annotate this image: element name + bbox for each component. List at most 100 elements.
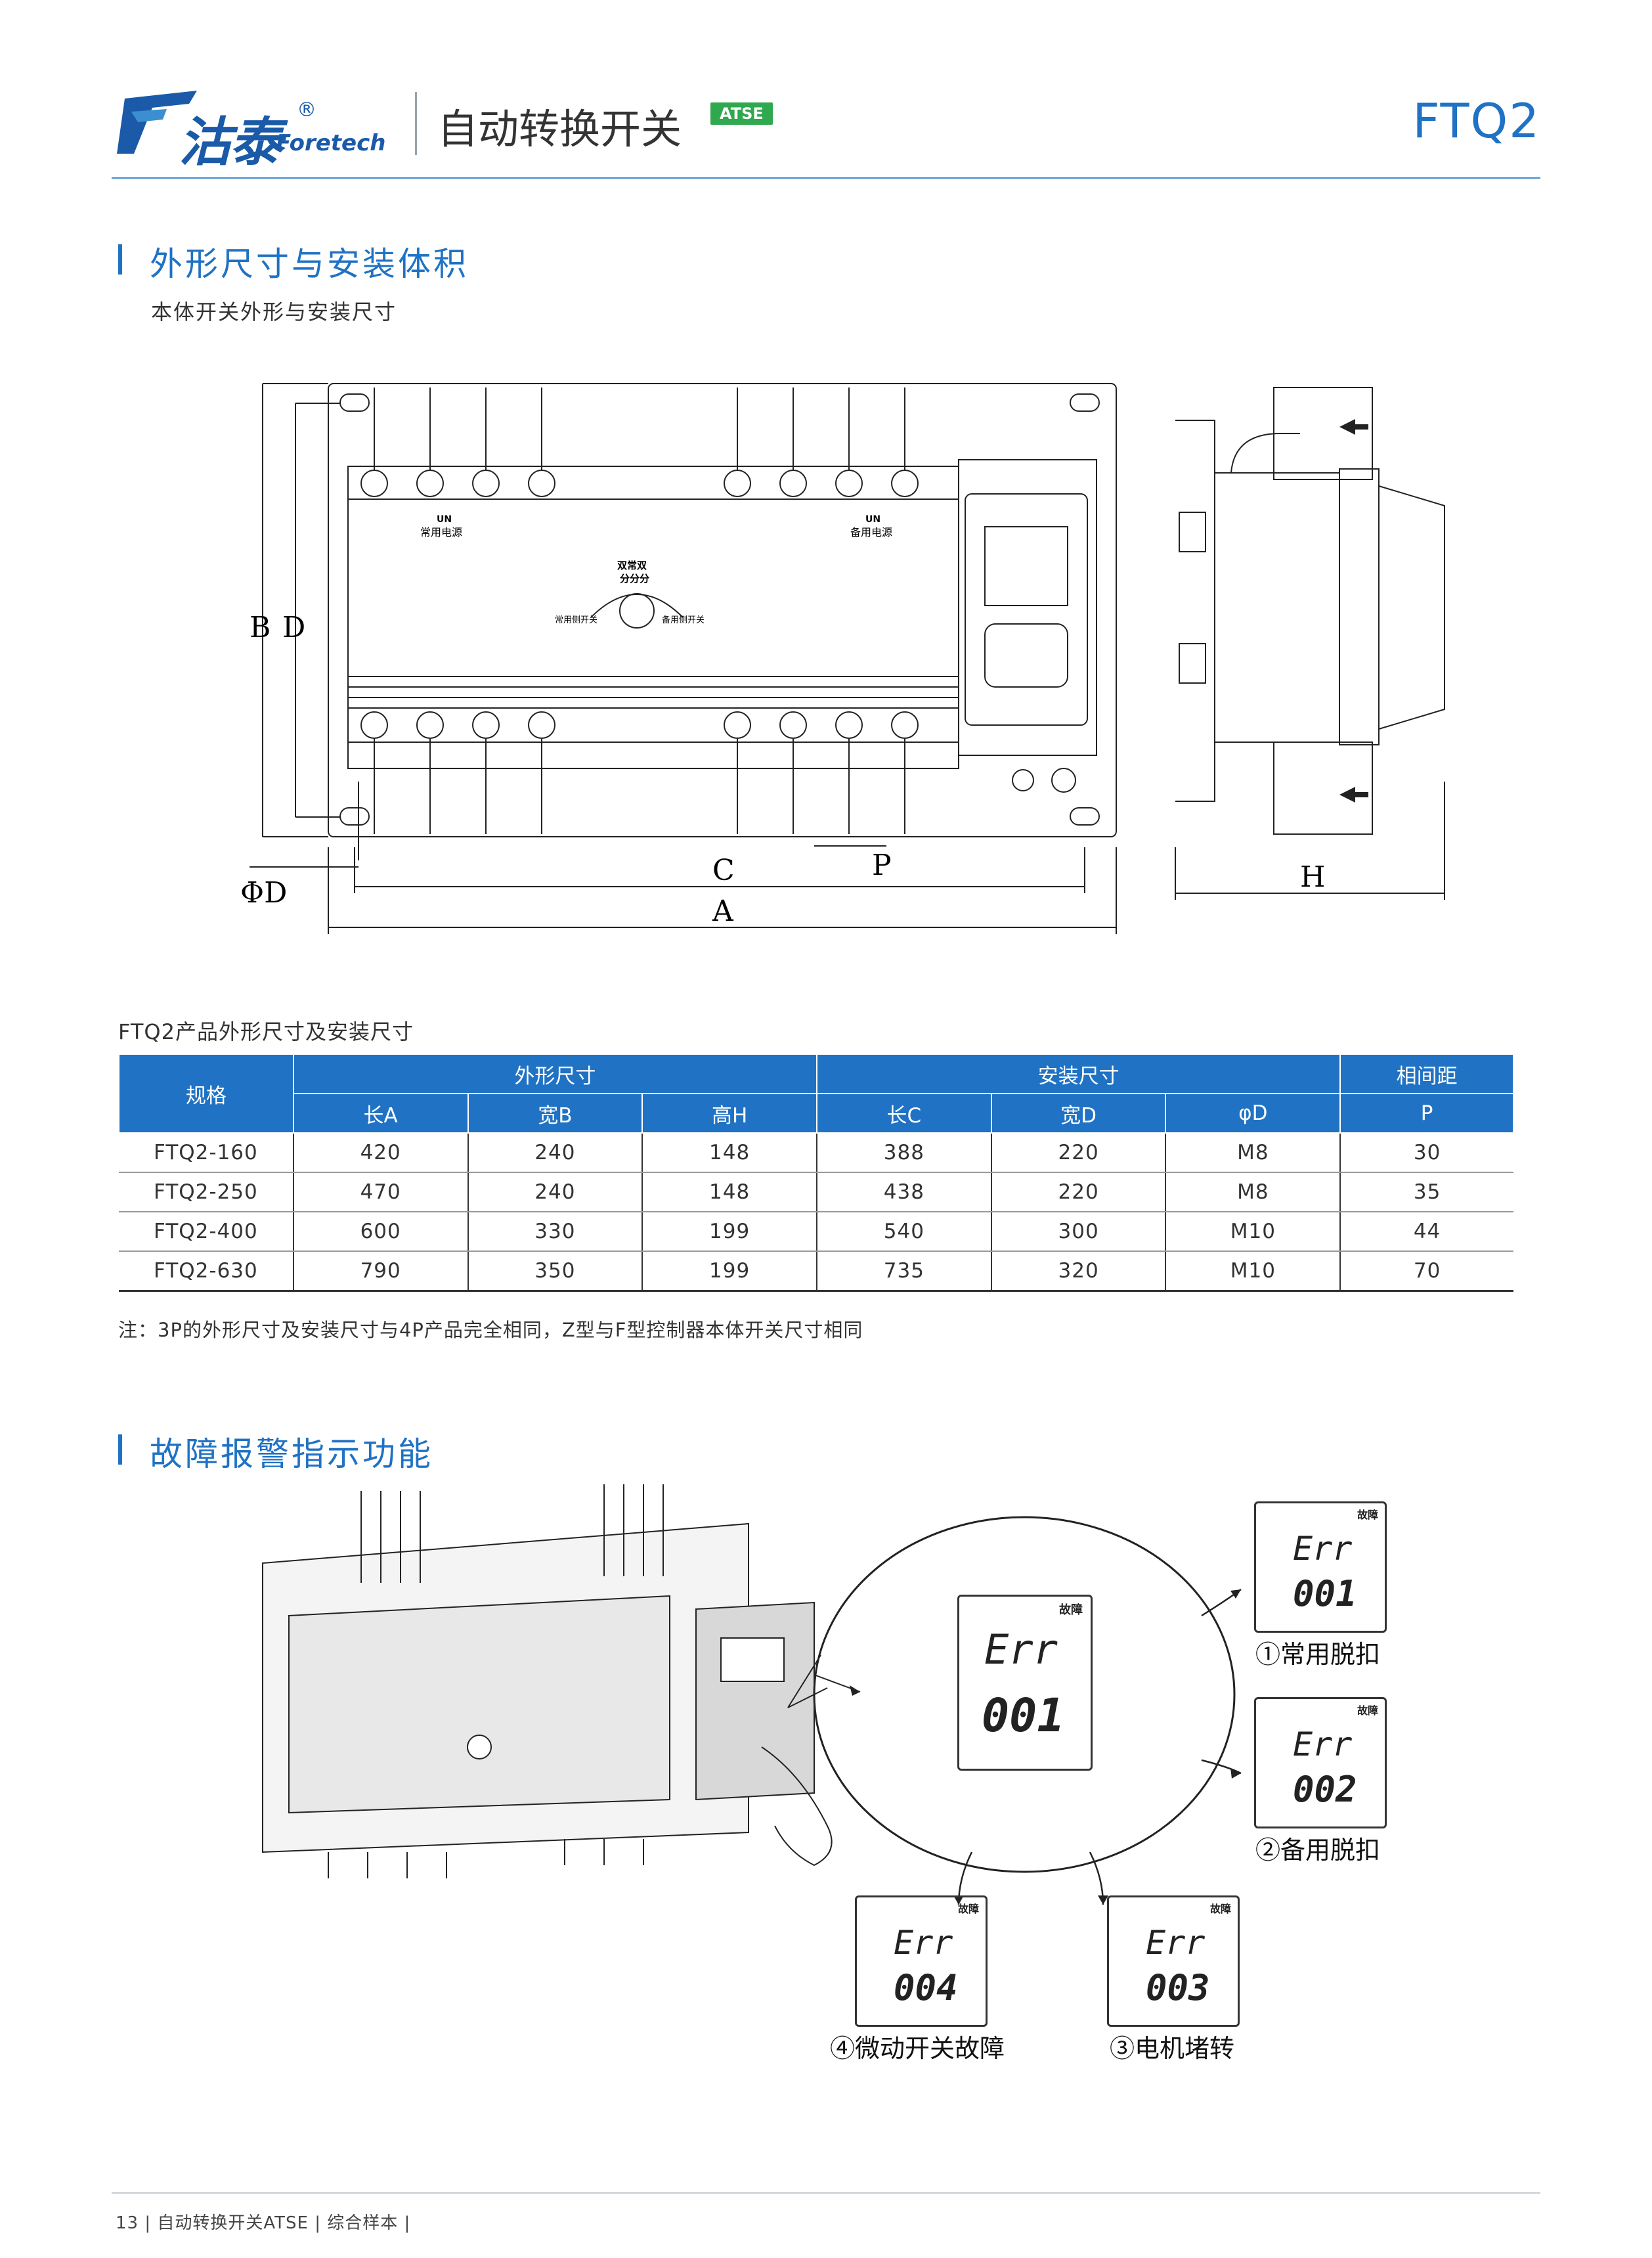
knob-top-text: 双常双 [617,560,647,571]
panel-left-text: 常用电源 [420,526,462,539]
table-cell: FTQ2-400 [119,1212,294,1252]
subheader-length-c: 长C [815,1093,992,1134]
section-title-dimensions: 外形尺寸与安装体积 [150,245,469,283]
table-caption: FTQ2产品外形尺寸及安装尺寸 [118,1019,414,1044]
knob-mid-text: 分分分 [620,573,649,585]
brand-name-cn: 沽泰 [179,112,282,173]
subheader-phi-d: φD [1165,1093,1341,1134]
table-cell: 240 [467,1172,643,1212]
dim-label-A: A [712,895,734,928]
fault-display-001: 故障 Err 001 [1254,1501,1387,1633]
table-cell: 330 [467,1212,643,1252]
table-cell: 470 [293,1172,469,1212]
table-cell: 350 [467,1251,643,1292]
dim-label-phiD: ΦD [240,876,287,910]
table-cell: M8 [1165,1133,1341,1173]
table-row: FTQ2-400 600 330 199 540 300 M10 44 [119,1212,1513,1252]
fault-display-002: 故障 Err 002 [1254,1697,1387,1828]
table-cell: 320 [991,1251,1167,1292]
dim-label-D: D [282,611,305,644]
display-code: 004 [894,1967,958,2008]
footer-rule [112,2192,1540,2194]
display-code: 001 [982,1689,1065,1742]
table-cell: M8 [1165,1172,1341,1212]
display-code: 001 [1293,1573,1357,1614]
table-cell: 199 [642,1212,817,1252]
table-cell: 30 [1340,1133,1513,1173]
fault-illustration [262,1484,1242,1905]
table-cell: 600 [293,1212,469,1252]
subheader-height-h: 高H [641,1093,817,1134]
fault-display-004: 故障 Err 004 [855,1895,988,2027]
table-cell: 35 [1340,1172,1513,1212]
section-marker [118,244,122,275]
table-cell: 388 [816,1133,992,1173]
header-model: FTQ2 [1412,93,1540,148]
header-rule [112,177,1540,179]
display-err: Err [984,1626,1058,1673]
header-badge: ATSE [710,102,773,125]
dim-label-H: H [1300,860,1325,894]
display-label: 故障 [1059,1603,1083,1617]
table-note: 注：3P的外形尺寸及安装尺寸与4P产品完全相同，Z型与F型控制器本体开关尺寸相同 [118,1319,863,1341]
section-subtitle: 本体开关外形与安装尺寸 [151,299,397,324]
fault-caption-002: ②备用脱扣 [1255,1836,1381,1865]
footer-text: 13 | 自动转换开关ATSE | 综合样本 | [116,2213,411,2233]
table-cell: 148 [642,1172,817,1212]
table-cell: FTQ2-250 [119,1172,294,1212]
table-cell: 240 [467,1133,643,1173]
display-label: 故障 [1357,1509,1378,1521]
header-title: 自动转换开关 [437,105,682,153]
dim-label-B: B [250,611,271,644]
knob-left-text: 常用侧开关 [555,615,598,625]
table-row: FTQ2-160 420 240 148 388 220 M8 30 [119,1133,1513,1173]
subheader-width-d: 宽D [990,1093,1167,1134]
table-row: FTQ2-250 470 240 148 438 220 M8 35 [119,1172,1513,1212]
fault-caption-001: ①常用脱扣 [1255,1640,1381,1669]
panel-left-un: UN [437,514,452,525]
table-cell: M10 [1165,1251,1341,1292]
panel-right-un: UN [865,514,880,525]
section-title-fault: 故障报警指示功能 [150,1435,433,1473]
knob-right-text: 备用侧开关 [662,615,705,625]
header-divider [415,92,417,155]
brand-registered-mark: ® [297,99,316,122]
brand-logo-icon [117,91,197,154]
table-cell: 148 [642,1133,817,1173]
table-cell: 540 [816,1212,992,1252]
section-marker [118,1434,122,1465]
table-cell: FTQ2-630 [119,1251,294,1292]
header-install: 安装尺寸 [815,1053,1341,1094]
table-cell: M10 [1165,1212,1341,1252]
display-err: Err [1293,1530,1353,1568]
display-err: Err [1293,1725,1353,1763]
table-cell: 199 [642,1251,817,1292]
dim-label-C: C [712,854,735,887]
subheader-p: P [1339,1093,1514,1134]
display-label: 故障 [957,1903,979,1915]
display-err: Err [1146,1924,1206,1962]
display-err: Err [894,1924,953,1962]
spec-table: 规格 外形尺寸 安装尺寸 相间距 长A 宽B 高H 长C 宽D φD P FTQ… [118,1053,1514,1292]
brand-name-en: Foretech [276,130,386,156]
header-spec: 规格 [118,1053,294,1134]
fault-caption-004: ④微动开关故障 [830,2034,1005,2063]
panel-right-text: 备用电源 [850,526,892,539]
display-label: 故障 [1209,1903,1231,1915]
table-cell: 70 [1340,1251,1513,1292]
table-row: FTQ2-630 790 350 199 735 320 M10 70 [119,1251,1513,1292]
display-code: 003 [1146,1967,1210,2008]
table-cell: 44 [1340,1212,1513,1252]
fault-caption-003: ③电机堵转 [1110,2034,1235,2063]
table-cell: 735 [816,1251,992,1292]
fault-display-003: 故障 Err 003 [1107,1895,1240,2027]
display-code: 002 [1293,1769,1357,1810]
table-cell: FTQ2-160 [119,1133,294,1173]
header-pitch: 相间距 [1339,1053,1514,1094]
table-cell: 790 [293,1251,469,1292]
table-cell: 220 [991,1172,1167,1212]
display-label: 故障 [1357,1704,1378,1717]
subheader-length-a: 长A [292,1093,469,1134]
dim-label-P: P [872,849,892,882]
dimension-drawing: B D C A P H ΦD UN 常用电源 UN 备用电源 双常双 分分分 常… [240,383,1445,934]
